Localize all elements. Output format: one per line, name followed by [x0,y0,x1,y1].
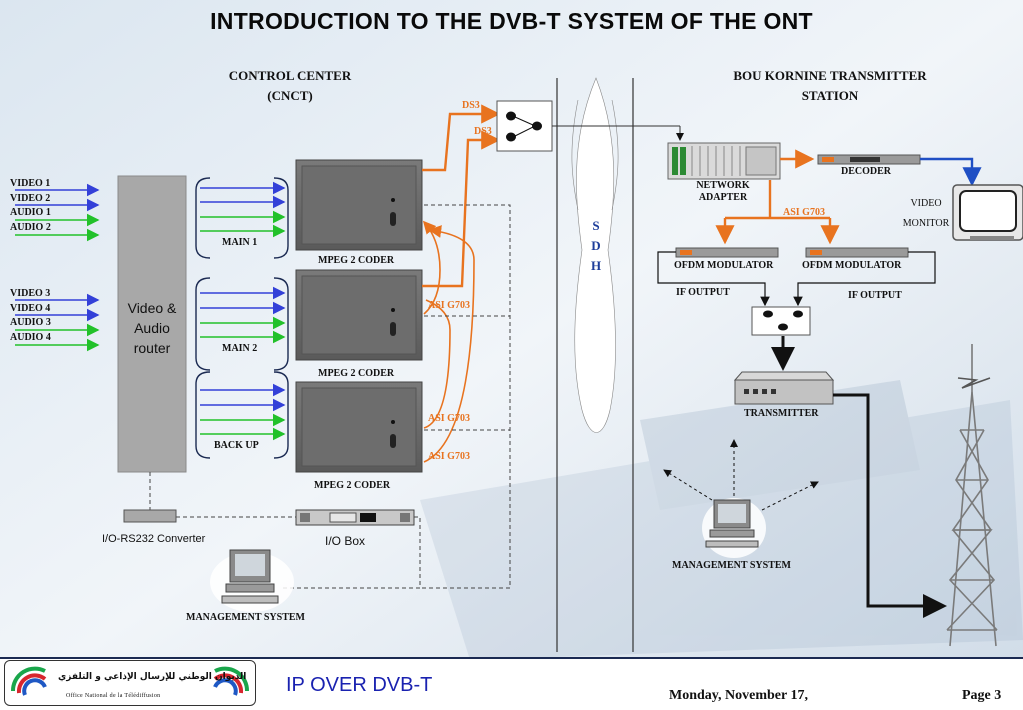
mpeg-coder-1 [295,159,423,251]
input-label-audio3: AUDIO 3 [10,317,51,328]
channel-main2-label: MAIN 2 [222,343,258,354]
ofdm-modulator-1 [675,247,779,258]
footer-title: IP OVER DVB-T [286,674,433,696]
sdh-cloud [571,77,619,433]
ds3-label-1: DS3 [462,100,480,111]
asi-label-2: ASI G703 [428,413,470,424]
ofdm-label-1: OFDM MODULATOR [674,260,774,271]
input-label-video4: VIDEO 4 [10,303,51,314]
io-box [295,509,415,526]
input-label-audio1: AUDIO 1 [10,207,51,218]
ds3-links [422,104,501,288]
video-monitor-line1: VIDEO [910,198,942,209]
switch-box [496,100,553,152]
mgmt-dashed-cc [149,204,511,589]
input-arrows-group2 [15,293,100,352]
logo-arabic-text: الديوان الوطني للإرسال الإذاعي و التلفزي [58,672,247,682]
combiner-box [751,306,811,336]
video-monitor-graphic [952,184,1023,241]
logo-french-text: Office National de la Télédiffusion [66,693,161,699]
network-adapter-label: NETWORK ADAPTER [690,180,756,204]
footer-date: Monday, November 17, [669,688,808,703]
input-label-video1: VIDEO 1 [10,178,51,189]
converter-label: I/O-RS232 Converter [102,533,206,545]
sdh-letter-h: H [590,258,602,273]
router-label: Video & Audio router [118,298,186,358]
router-line3: router [133,340,171,356]
ont-logo [4,660,256,706]
ont-logo-arcs [10,666,250,696]
control-center-line1: CONTROL CENTER [228,68,352,83]
if-output-label-2: IF OUTPUT [848,290,902,301]
video-monitor-line2: MONITOR [902,218,950,229]
input-label-audio2: AUDIO 2 [10,222,51,233]
channel-arrows [200,181,286,441]
input-label-audio4: AUDIO 4 [10,332,51,343]
sdh-letter-d: D [591,238,601,253]
coder-label-1: MPEG 2 CODER [318,255,395,266]
input-label-video2: VIDEO 2 [10,193,51,204]
if-output-label-1: IF OUTPUT [676,287,730,298]
footer-page-number: Page 3 [962,688,1002,703]
ofdm-label-2: OFDM MODULATOR [802,260,902,271]
asi-tx-links [715,180,840,245]
ofdm-modulator-2 [805,247,909,258]
network-adapter-line2: ADAPTER [698,192,748,203]
transmitter-station-line2: STATION [801,88,859,103]
channel-main1-label: MAIN 1 [222,237,258,248]
asi-label-3: ASI G703 [428,451,470,462]
transmitter-label: TRANSMITTER [744,408,819,419]
control-center-heading: CONTROL CENTER (CNCT) [190,66,390,106]
decoder-unit [817,154,921,165]
router-line2: Audio [134,320,170,336]
coder-label-2: MPEG 2 CODER [318,368,395,379]
slide-title: INTRODUCTION TO THE DVB-T SYSTEM OF THE … [210,8,813,34]
channel-backup-label: BACK UP [214,440,259,451]
asi-links [422,220,475,463]
if-output-lines [657,251,936,307]
management-cc-label: MANAGEMENT SYSTEM [186,612,305,623]
input-label-video3: VIDEO 3 [10,288,51,299]
network-adapter [667,142,781,180]
input-arrows-group1 [15,183,100,242]
video-monitor-label: VIDEO MONITOR [896,194,956,234]
transmitter-station-line1: BOU KORNINE TRANSMITTER [733,68,927,83]
mpeg-coder-2 [295,269,423,361]
sdh-letter-s: S [592,218,600,233]
mpeg-coder-3 [295,381,423,473]
router-line1: Video & [127,300,177,316]
asi-label-1: ASI G703 [428,300,470,311]
ds3-label-2: DS3 [474,126,492,137]
mgmt-dashed-tx [663,439,819,511]
coder-label-3: MPEG 2 CODER [314,480,391,491]
io-box-label: I/O Box [325,534,366,548]
management-workstation-tx [702,498,766,558]
network-adapter-line1: NETWORK [696,180,750,191]
asi-tx-label: ASI G703 [783,207,825,218]
channel-brackets [195,177,289,459]
management-tx-label: MANAGEMENT SYSTEM [672,560,791,571]
management-workstation-cc [210,549,294,612]
transmission-tower [946,344,998,647]
transmitter-station-heading: BOU KORNINE TRANSMITTER STATION [700,66,960,106]
io-converter [123,509,177,523]
router-box [117,175,187,473]
decoder-label: DECODER [841,166,892,177]
control-center-line2: (CNCT) [267,88,313,103]
transmitter-unit [733,371,835,405]
